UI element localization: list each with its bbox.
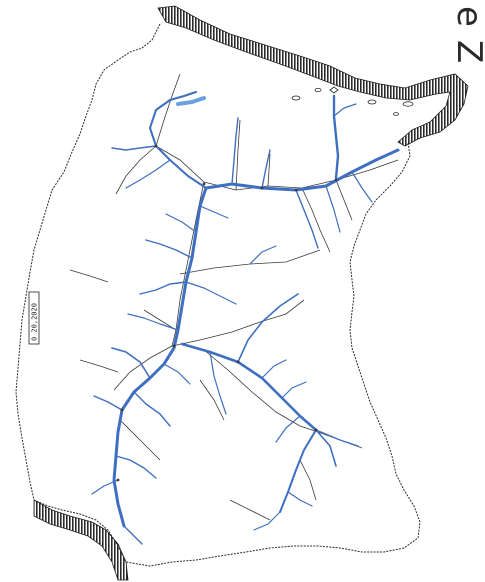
islands [291, 86, 414, 116]
settlement-markers [116, 144, 338, 482]
corner-glyph-1: e [449, 6, 485, 27]
river-network [91, 91, 400, 545]
scale-text: 0 20,2020 [31, 303, 39, 341]
corner-glyphs: e Z [449, 6, 485, 63]
coastline-hatch-bottom [33, 499, 129, 581]
corner-glyph-2: Z [449, 40, 485, 63]
road-network [69, 73, 399, 521]
region-boundary [15, 23, 421, 567]
coastline-hatch-top [157, 5, 469, 147]
scale-box: 0 20,2020 [28, 291, 40, 345]
